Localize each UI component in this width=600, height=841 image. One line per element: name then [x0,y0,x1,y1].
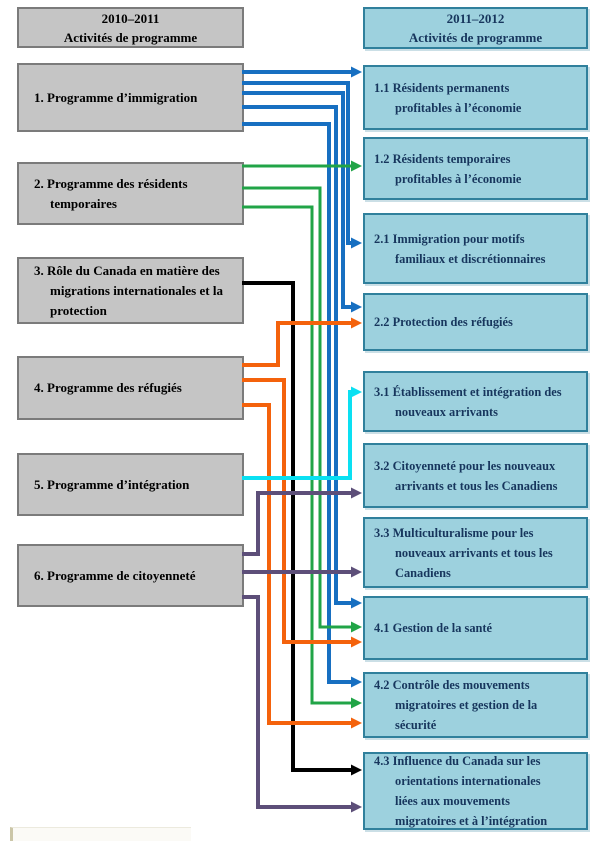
right-box-2-1-immigration-motifs: 2.1 Immigration pour motifs familiaux et… [363,213,588,284]
connector-2-to-4.2 [242,205,352,705]
right-box-2-2-label: 2.2 Protection des réfugiés [374,315,513,329]
arrowhead-2-to-1.2 [351,160,362,172]
right-box-3-2-label: 3.2 Citoyenneté pour les nouveaux arriva… [374,458,558,493]
arrowhead-6-to-4.3 [351,801,362,813]
right-box-2-1-label: 2.1 Immigration pour motifs familiaux et… [374,231,546,266]
right-box-3-1-label: 3.1 Établissement et intégration des nou… [374,384,562,419]
connector-4-to-4.2 [242,403,352,725]
arrowhead-1-to-2.1 [351,237,362,249]
right-box-4-2-label: 4.2 Contrôle des mouvements migratoires … [374,678,538,732]
arrowhead-6-to-3.3 [351,566,362,578]
right-header-label: 2011–2012 Activités de programme [408,11,543,45]
arrowhead-3-to-4.3 [351,764,362,776]
left-box-5-label: 5. Programme d’intégration [34,476,190,492]
arrowhead-6-to-3.2 [351,487,362,499]
left-box-4-label: 4. Programme des réfugiés [34,380,182,395]
left-box-5-programme-integration: 5. Programme d’intégration [17,453,244,516]
right-box-1-2-label: 1.2 Résidents temporaires profitables à … [374,151,522,186]
right-box-4-3-label: 4.3 Influence du Canada sur les orientat… [374,754,548,828]
left-box-2-label: 2. Programme des résidents temporaires [34,175,188,211]
page-artifact [10,827,191,841]
arrowhead-1-to-2.2 [351,301,362,313]
left-box-1-label: 1. Programme d’immigration [34,89,198,105]
arrowhead-2-to-4.2 [351,697,362,709]
arrowhead-4-to-2.2 [351,317,362,329]
left-box-6-label: 6. Programme de citoyenneté [34,567,196,583]
connector-1-to-2.1 [242,81,352,245]
connector-6-to-3.2 [242,491,352,556]
connector-2-to-4.1 [242,186,352,629]
left-box-3-label: 3. Rôle du Canada en matière des migrati… [34,262,223,318]
left-box-3-role-du-canada: 3. Rôle du Canada en matière des migrati… [17,257,244,324]
arrowhead-4-to-4.2 [351,717,362,729]
right-box-4-1-label: 4.1 Gestion de la santé [374,621,493,635]
arrowhead-2-to-4.1 [351,621,362,633]
right-box-3-3-label: 3.3 Multiculturalisme pour les nouveaux … [374,525,553,580]
connector-5-to-3.1 [242,390,352,480]
right-column-header: 2011–2012 Activités de programme [363,7,588,49]
left-header-label: 2010–2011 Activités de programme [63,10,198,45]
connector-3-to-4.3 [242,281,352,772]
left-box-4-programme-refugies: 4. Programme des réfugiés [17,356,244,420]
right-box-3-3-multiculturalisme: 3.3 Multiculturalisme pour les nouveaux … [363,517,588,588]
connector-4-to-2.2 [242,321,352,367]
right-box-1-2-residents-temporaires: 1.2 Résidents temporaires profitables à … [363,137,588,200]
connector-4-to-4.1 [242,378,352,644]
right-box-2-2-protection-refugies: 2.2 Protection des réfugiés [363,293,588,351]
right-box-1-1-residents-permanents: 1.1 Résidents permanents profitables à l… [363,65,588,130]
connector-1-to-4.1 [242,105,352,605]
arrowhead-1-to-1.1 [351,66,362,78]
right-box-4-1-gestion-sante: 4.1 Gestion de la santé [363,596,588,660]
right-box-3-2-citoyennete: 3.2 Citoyenneté pour les nouveaux arriva… [363,443,588,508]
arrowhead-1-to-4.2 [351,676,362,688]
left-box-6-programme-citoyennete: 6. Programme de citoyenneté [17,544,244,607]
right-box-3-1-etablissement: 3.1 Établissement et intégration des nou… [363,371,588,432]
arrowhead-5-to-3.1 [351,386,362,398]
right-box-4-3-influence-canada: 4.3 Influence du Canada sur les orientat… [363,752,588,830]
right-box-1-1-label: 1.1 Résidents permanents profitables à l… [374,80,522,115]
connector-6-to-4.3 [242,595,352,809]
left-column-header: 2010–2011 Activités de programme [17,7,244,48]
connector-1-to-4.2 [242,122,352,684]
arrowhead-1-to-4.1 [351,597,362,609]
arrowhead-4-to-4.1 [351,636,362,648]
left-box-2-residents-temporaires: 2. Programme des résidents temporaires [17,162,244,225]
connector-1-to-2.2 [242,91,352,309]
left-box-1-programme-immigration: 1. Programme d’immigration [17,63,244,132]
right-box-4-2-controle-mouvements: 4.2 Contrôle des mouvements migratoires … [363,672,588,738]
